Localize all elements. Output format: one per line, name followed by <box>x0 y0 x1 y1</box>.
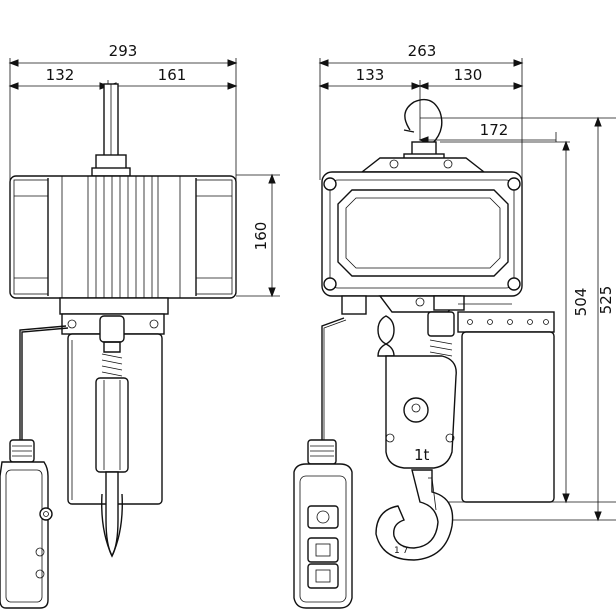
front-left-width: 132 <box>46 66 75 84</box>
side-hook-capacity: 1t <box>414 446 430 464</box>
side-right-width: 130 <box>454 66 483 84</box>
front-pendant-cable <box>19 325 69 440</box>
side-hoist-body <box>321 157 523 315</box>
front-suspension-shaft <box>91 83 131 177</box>
front-right-width: 161 <box>158 66 187 84</box>
front-pendant <box>0 439 53 609</box>
front-chain-assembly <box>95 315 129 558</box>
side-view: 263 133 130 172 504 525 <box>293 42 616 609</box>
side-bottom-hook: 1 7 <box>375 469 454 561</box>
side-height-a: 504 <box>572 288 590 317</box>
side-top-hook <box>403 98 445 167</box>
side-hook-offset: 172 <box>480 121 509 139</box>
side-hook-block: 1t <box>385 355 457 469</box>
front-view: 293 132 161 160 <box>0 42 280 609</box>
side-hook-mark: 1 7 <box>394 546 408 556</box>
side-chain-container <box>457 311 555 503</box>
side-pendant <box>293 439 353 609</box>
front-body-height: 160 <box>252 222 270 251</box>
front-overall-width: 293 <box>109 42 138 60</box>
front-motor-body <box>9 175 237 299</box>
side-overall-width: 263 <box>408 42 437 60</box>
side-height-b: 525 <box>597 286 615 315</box>
side-pendant-cable <box>321 317 347 440</box>
side-left-width: 133 <box>356 66 385 84</box>
